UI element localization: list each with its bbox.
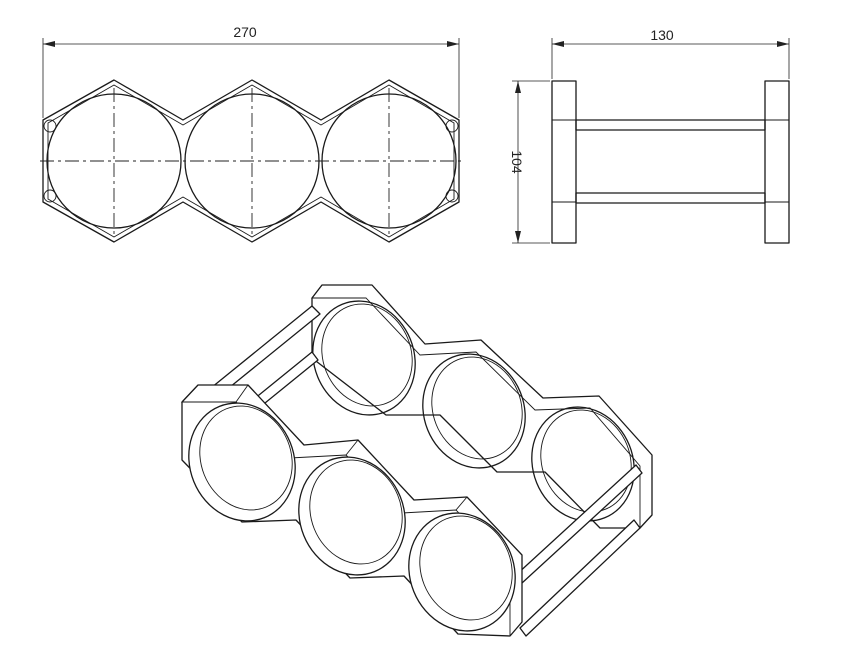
width-label: 270: [233, 24, 257, 40]
back-hole-3: [531, 406, 635, 522]
side-view: 130 104: [509, 27, 790, 244]
front-outline: [42, 79, 460, 243]
front-view: 270: [40, 24, 462, 243]
rod-end-2: [43, 189, 57, 203]
isometric-view: [180, 284, 653, 637]
height-label: 104: [509, 150, 525, 174]
rod-end-3: [445, 119, 459, 133]
front-hole-1: [188, 402, 296, 522]
rod-end-4: [445, 189, 459, 203]
top-rod: [575, 119, 766, 131]
back-plate: [311, 284, 653, 529]
bottom-rod: [575, 192, 766, 204]
left-plate: [551, 80, 577, 244]
height-dimension: 104: [509, 80, 550, 244]
back-hole-1: [312, 300, 416, 416]
rod-end-1: [43, 119, 57, 133]
front-hole-3: [408, 512, 516, 632]
depth-label: 130: [650, 27, 674, 43]
front-hole-2: [298, 456, 406, 576]
right-plate: [764, 80, 790, 244]
back-hole-2: [422, 353, 526, 469]
depth-dimension: 130: [551, 27, 790, 79]
width-dimension: 270: [42, 24, 460, 118]
